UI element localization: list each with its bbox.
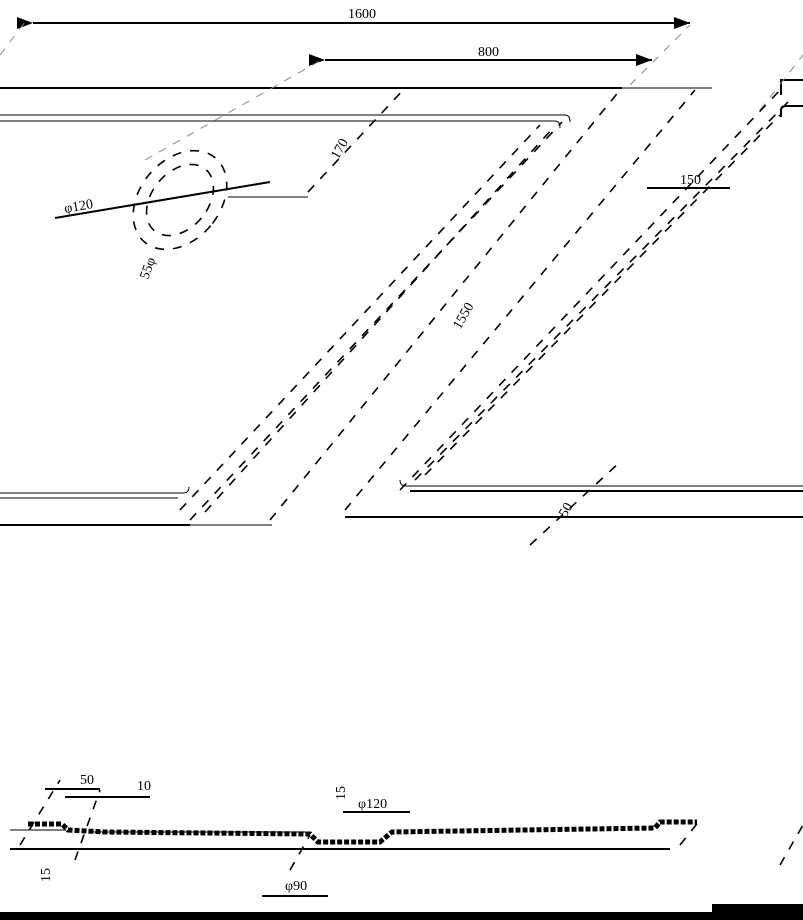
drain-diameter-label: φ120 [63, 197, 94, 217]
section-depth-left-label: 15 [39, 868, 54, 882]
svg-text:1600: 1600 [348, 7, 376, 22]
dimension-inner-width: 1550 [450, 300, 477, 332]
section-view: 50 10 15 15 φ120 φ90 [10, 773, 803, 897]
dimension-offset-top: 170 [328, 136, 351, 162]
bottom-border [0, 912, 803, 920]
hidden-lines [0, 21, 803, 546]
drain-inner-label: 55φ [138, 255, 160, 281]
corner-block [712, 904, 803, 912]
dimension-offset-bottom: 50 [556, 500, 576, 520]
dimension-inner-length: 800 [309, 45, 652, 66]
svg-text:150: 150 [680, 173, 701, 188]
section-drain-outer-label: φ120 [358, 797, 387, 812]
section-drain-inner-label: φ90 [285, 879, 307, 894]
svg-text:800: 800 [478, 45, 499, 60]
section-rim-step-label: 10 [137, 779, 151, 794]
dimension-rim-width: 150 [647, 173, 730, 189]
section-depth-center-label: 15 [334, 786, 349, 800]
dimension-overall-length: 1600 [17, 7, 690, 29]
section-rim-width-label: 50 [80, 773, 94, 788]
tray-outline [0, 79, 803, 526]
drain-symbol: φ120 55φ [54, 149, 271, 281]
